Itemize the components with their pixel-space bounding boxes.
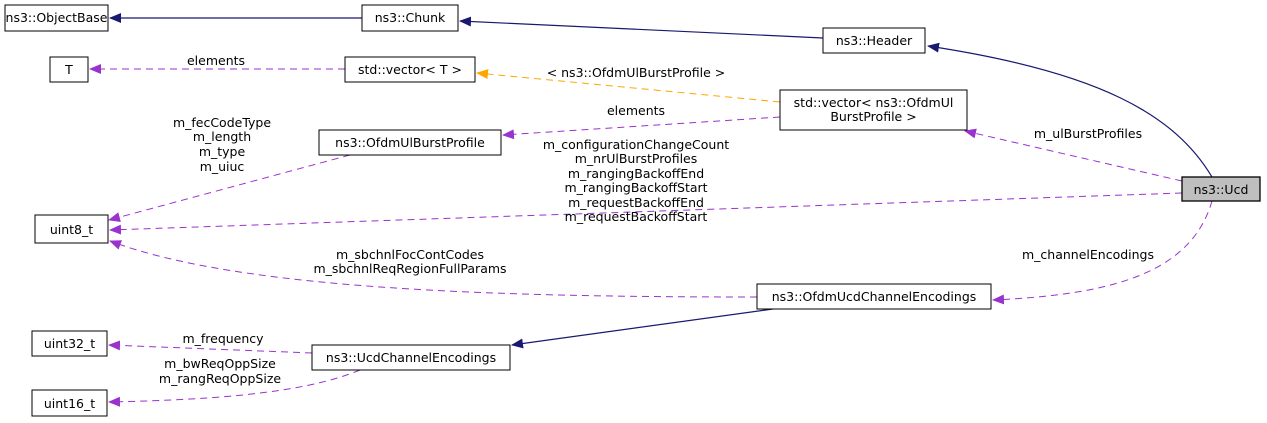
node-label: uint16_t	[44, 396, 95, 411]
edge-label: m_bwReqOppSize	[164, 356, 276, 371]
edge-label: m_rangingBackoffEnd	[568, 166, 704, 181]
node-label: T	[64, 62, 73, 77]
node-label: ns3::OfdmUcdChannelEncodings	[772, 289, 977, 304]
node-label: ns3::Header	[836, 33, 913, 48]
edge-label: m_frequency	[182, 331, 264, 346]
edge-label: m_rangReqOppSize	[159, 371, 282, 386]
node-label: ns3::UcdChannelEncodings	[326, 350, 496, 365]
edge-label: elements	[607, 103, 665, 118]
node-label: ns3::ObjectBase	[6, 10, 108, 25]
edge-label: m_nrUlBurstProfiles	[575, 151, 698, 166]
node-header[interactable]: ns3::Header	[822, 27, 926, 54]
edge-label: m_length	[193, 129, 251, 144]
node-chunk[interactable]: ns3::Chunk	[361, 4, 459, 32]
ofdm-ucd-field-labels: m_sbchnlFocContCodes m_sbchnlReqRegionFu…	[313, 247, 506, 276]
edge-ucd-uint8	[109, 192, 1183, 235]
node-label: std::vector< T >	[358, 62, 462, 77]
edge-label: m_requestBackoffEnd	[568, 195, 704, 210]
edge-burstprofile-uint8	[108, 154, 351, 222]
edge-label: < ns3::OfdmUlBurstProfile >	[547, 65, 726, 80]
node-ofdm-ucd-channel-encodings[interactable]: ns3::OfdmUcdChannelEncodings	[756, 283, 992, 310]
node-ucd[interactable]: ns3::Ucd	[1181, 176, 1261, 202]
edge-ucd-header	[927, 42, 1213, 178]
node-label: ns3::Ucd	[1194, 182, 1249, 197]
edge-header-chunk	[459, 16, 824, 39]
node-uint16[interactable]: uint16_t	[31, 389, 108, 417]
node-uint32[interactable]: uint32_t	[31, 330, 108, 357]
node-uint8[interactable]: uint8_t	[34, 214, 109, 244]
edge-label: m_type	[199, 144, 246, 159]
edge-label: m_configurationChangeCount	[543, 137, 729, 152]
burst-profile-field-labels: m_fecCodeType m_length m_type m_uiuc	[173, 115, 271, 174]
edge-ucd-vector	[964, 128, 1183, 182]
edge-ofdmucd-ucdce	[511, 307, 781, 349]
edge-template	[476, 69, 781, 103]
edge-label: elements	[187, 53, 245, 68]
edge-vector-burstprofile	[502, 116, 781, 140]
edge-ofdmucd-uint8	[109, 240, 758, 298]
edge-label: m_requestBackoffStart	[565, 209, 708, 224]
edge-label: m_fecCodeType	[173, 115, 271, 130]
edge-label: m_rangingBackoffStart	[564, 180, 707, 195]
node-object-base[interactable]: ns3::ObjectBase	[4, 4, 109, 32]
edge-label: m_channelEncodings	[1022, 247, 1154, 262]
edge-ucdce-uint16	[108, 369, 361, 407]
node-label: uint32_t	[44, 336, 95, 351]
node-ucd-channel-encodings[interactable]: ns3::UcdChannelEncodings	[311, 344, 511, 371]
node-t[interactable]: T	[49, 56, 89, 83]
edge-label: m_sbchnlFocContCodes	[336, 247, 484, 262]
node-vector-burst-profile[interactable]: std::vector< ns3::OfdmUlBurstProfile >	[779, 89, 968, 131]
node-label: uint8_t	[50, 222, 93, 237]
node-vector-t[interactable]: std::vector< T >	[344, 56, 476, 83]
node-label: ns3::OfdmUlBurstProfile	[335, 135, 485, 150]
node-label: BurstProfile >	[830, 109, 916, 124]
edge-ucd-ofdmucd	[992, 200, 1213, 305]
node-label: ns3::Chunk	[375, 10, 446, 25]
node-ofdm-ul-burst-profile[interactable]: ns3::OfdmUlBurstProfile	[318, 129, 502, 156]
edge-label: m_ulBurstProfiles	[1034, 126, 1142, 141]
edge-ucdce-uint32	[108, 340, 313, 354]
edge-label: m_sbchnlReqRegionFullParams	[313, 261, 506, 276]
node-label: std::vector< ns3::OfdmUl	[794, 95, 954, 110]
ucd-field-labels: m_configurationChangeCount m_nrUlBurstPr…	[543, 137, 729, 224]
edge-label: m_uiuc	[200, 159, 245, 174]
